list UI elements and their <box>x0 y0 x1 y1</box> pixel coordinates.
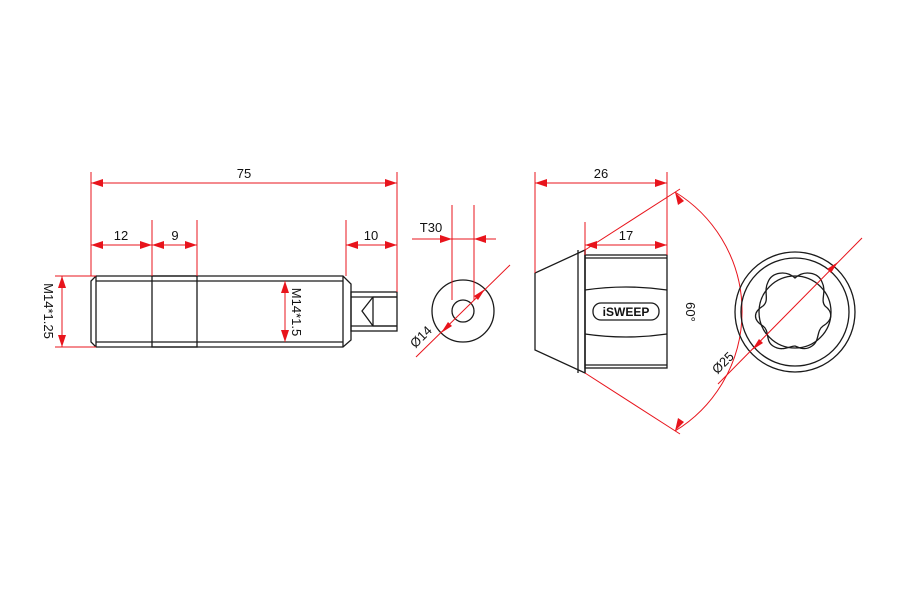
cone-angle-ext-bottom <box>584 372 681 435</box>
arrowhead <box>91 241 103 249</box>
brand-logo: iSWEEP <box>603 305 650 319</box>
arrowhead <box>58 335 66 347</box>
nut-side-view: iSWEEP <box>534 248 668 375</box>
dim-overall-length: 75 <box>237 166 251 181</box>
bolt-collar <box>151 275 198 348</box>
arrowhead <box>281 281 289 293</box>
cone-angle-arc <box>674 191 743 432</box>
hex-facet-upper <box>584 286 668 291</box>
arrowhead <box>474 235 486 243</box>
arrowhead <box>440 235 452 243</box>
arrowhead <box>675 418 684 431</box>
tip-point-outline <box>361 296 397 327</box>
socket-diameter-label: Ø25 <box>709 349 737 377</box>
bolt-end-view: T30 Ø14 <box>407 205 511 358</box>
dim-hex-length: 17 <box>619 228 633 243</box>
bolt-side-view <box>90 275 398 348</box>
dim-seg-a: 12 <box>114 228 128 243</box>
arrowhead <box>152 241 164 249</box>
arrowhead <box>655 241 667 249</box>
brand-badge <box>592 302 660 321</box>
dim-tip: 10 <box>364 228 378 243</box>
torx-star-outline <box>754 272 832 350</box>
nut-hex-body <box>584 254 668 369</box>
socket-inner-circle <box>740 257 850 367</box>
arrowhead <box>752 339 763 350</box>
arrowhead <box>474 289 485 300</box>
bolt-tip <box>350 291 398 332</box>
dim-line-socket-diameter <box>717 237 863 385</box>
bolt-body-outline <box>90 275 352 348</box>
end-view-inner-circle <box>451 299 475 323</box>
nut-dimensions: 26 17 60° <box>534 166 743 435</box>
cone-angle-label: 60° <box>683 302 698 322</box>
dim-line-end-diameter <box>415 264 511 358</box>
arrowhead <box>385 241 397 249</box>
end-view-outer-circle <box>431 279 495 343</box>
arrowhead <box>675 192 684 205</box>
torx-inner-circle <box>758 275 832 349</box>
drive-size-label: T30 <box>420 220 442 235</box>
arrowhead <box>585 241 597 249</box>
arrowhead <box>140 241 152 249</box>
arrowhead <box>185 241 197 249</box>
arrowhead <box>385 179 397 187</box>
arrowhead <box>655 179 667 187</box>
arrowhead <box>91 179 103 187</box>
cone-angle-ext-top <box>584 188 681 251</box>
arrowhead <box>58 276 66 288</box>
hex-facet-lower <box>584 333 668 338</box>
dim-seg-b: 9 <box>171 228 178 243</box>
arrowhead <box>346 241 358 249</box>
nut-cone-edge <box>577 250 586 373</box>
arrowhead <box>441 322 452 333</box>
arrowhead <box>535 179 547 187</box>
bolt-dimensions: 75 12 9 10 M14*1.25 M14*1.5 <box>41 166 398 348</box>
arrowhead <box>827 262 838 273</box>
socket-outer-circle <box>734 251 856 373</box>
dim-nut-length: 26 <box>594 166 608 181</box>
end-diameter-label: Ø14 <box>407 323 435 351</box>
thread-right-label: M14*1.5 <box>289 288 304 336</box>
thread-left-label: M14*1.25 <box>41 283 56 339</box>
arrowhead <box>281 330 289 342</box>
